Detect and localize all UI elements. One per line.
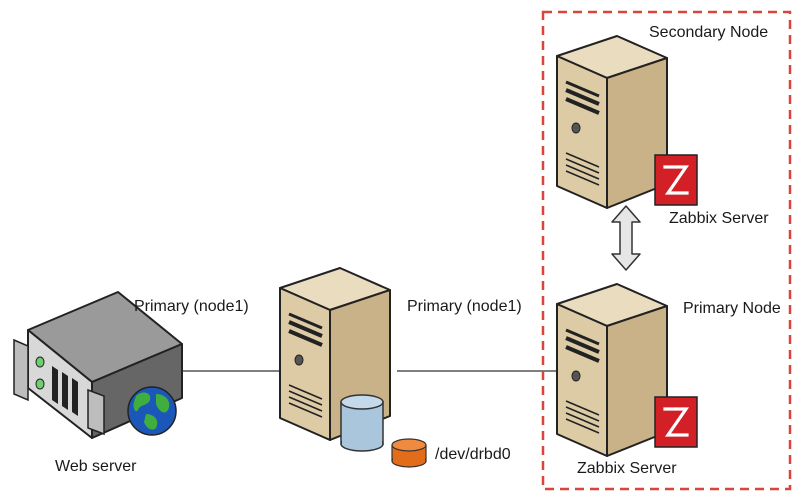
zabbix-logo-icon: [653, 153, 699, 207]
label-zabbix-server-secondary: Zabbix Server: [669, 210, 769, 227]
label-web-server: Web server: [55, 458, 137, 475]
label-drbd-device: /dev/drbd0: [435, 446, 511, 463]
zabbix-logo-icon: [653, 395, 699, 449]
label-secondary-node: Secondary Node: [649, 24, 768, 41]
database-cylinder-icon: [340, 394, 384, 452]
disk-icon: [391, 438, 427, 468]
server-rack-icon: [13, 291, 183, 439]
label-web-primary: Primary (node1): [134, 298, 249, 315]
cluster-boundary: [541, 10, 792, 491]
tower-server-icon: [555, 34, 669, 210]
tower-server-icon: [555, 282, 669, 458]
label-primary-node: Primary Node: [683, 300, 781, 317]
label-zabbix-server-primary: Zabbix Server: [577, 460, 677, 477]
label-db-primary: Primary (node1): [407, 298, 522, 315]
globe-icon: [127, 386, 177, 436]
bidirectional-arrow-icon: [611, 205, 641, 271]
